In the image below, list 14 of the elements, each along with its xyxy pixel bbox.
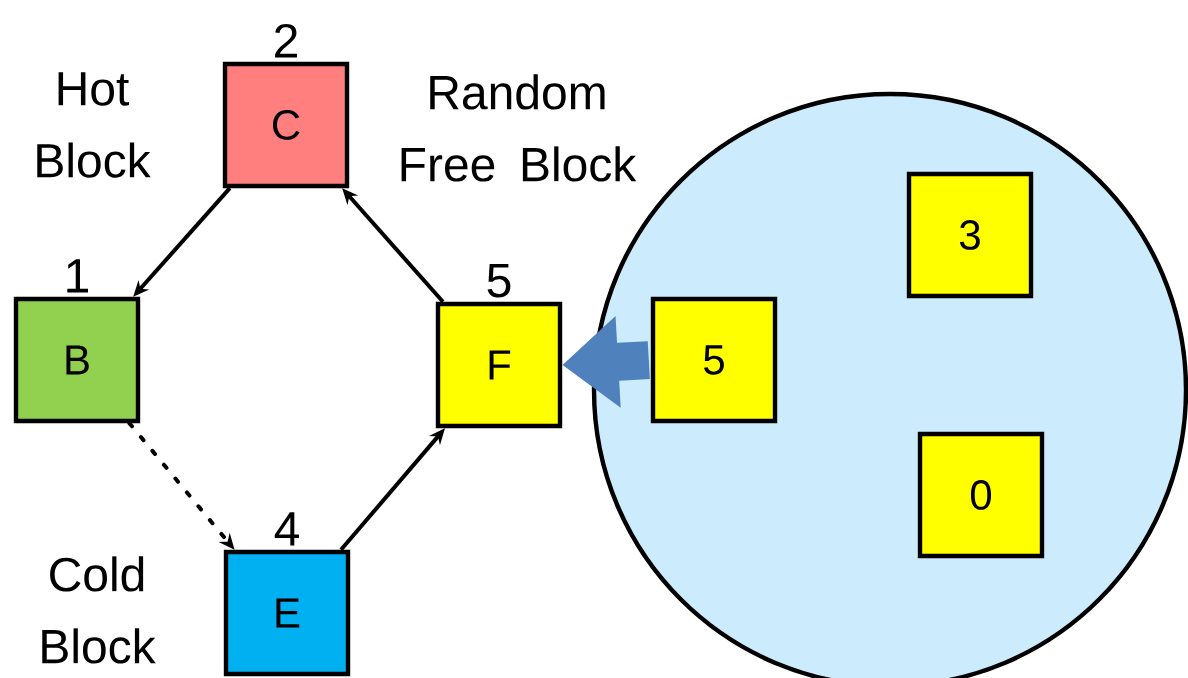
block-box: E — [223, 549, 351, 677]
block-box: 0 — [917, 431, 1045, 559]
block-box: F — [435, 301, 563, 429]
block-box: C — [222, 61, 350, 189]
block-box: B — [13, 296, 141, 424]
block-number: 2 — [275, 23, 297, 58]
block-label: Hot Block — [37, 72, 151, 178]
block-label: Random Free Block — [401, 74, 637, 182]
block-number: 5 — [487, 263, 511, 298]
block-box: 3 — [906, 171, 1034, 299]
block-label: Cold Block — [42, 556, 156, 664]
block-number: 1 — [67, 259, 88, 293]
block-number: 4 — [274, 512, 299, 546]
block-box: 5 — [650, 296, 778, 424]
